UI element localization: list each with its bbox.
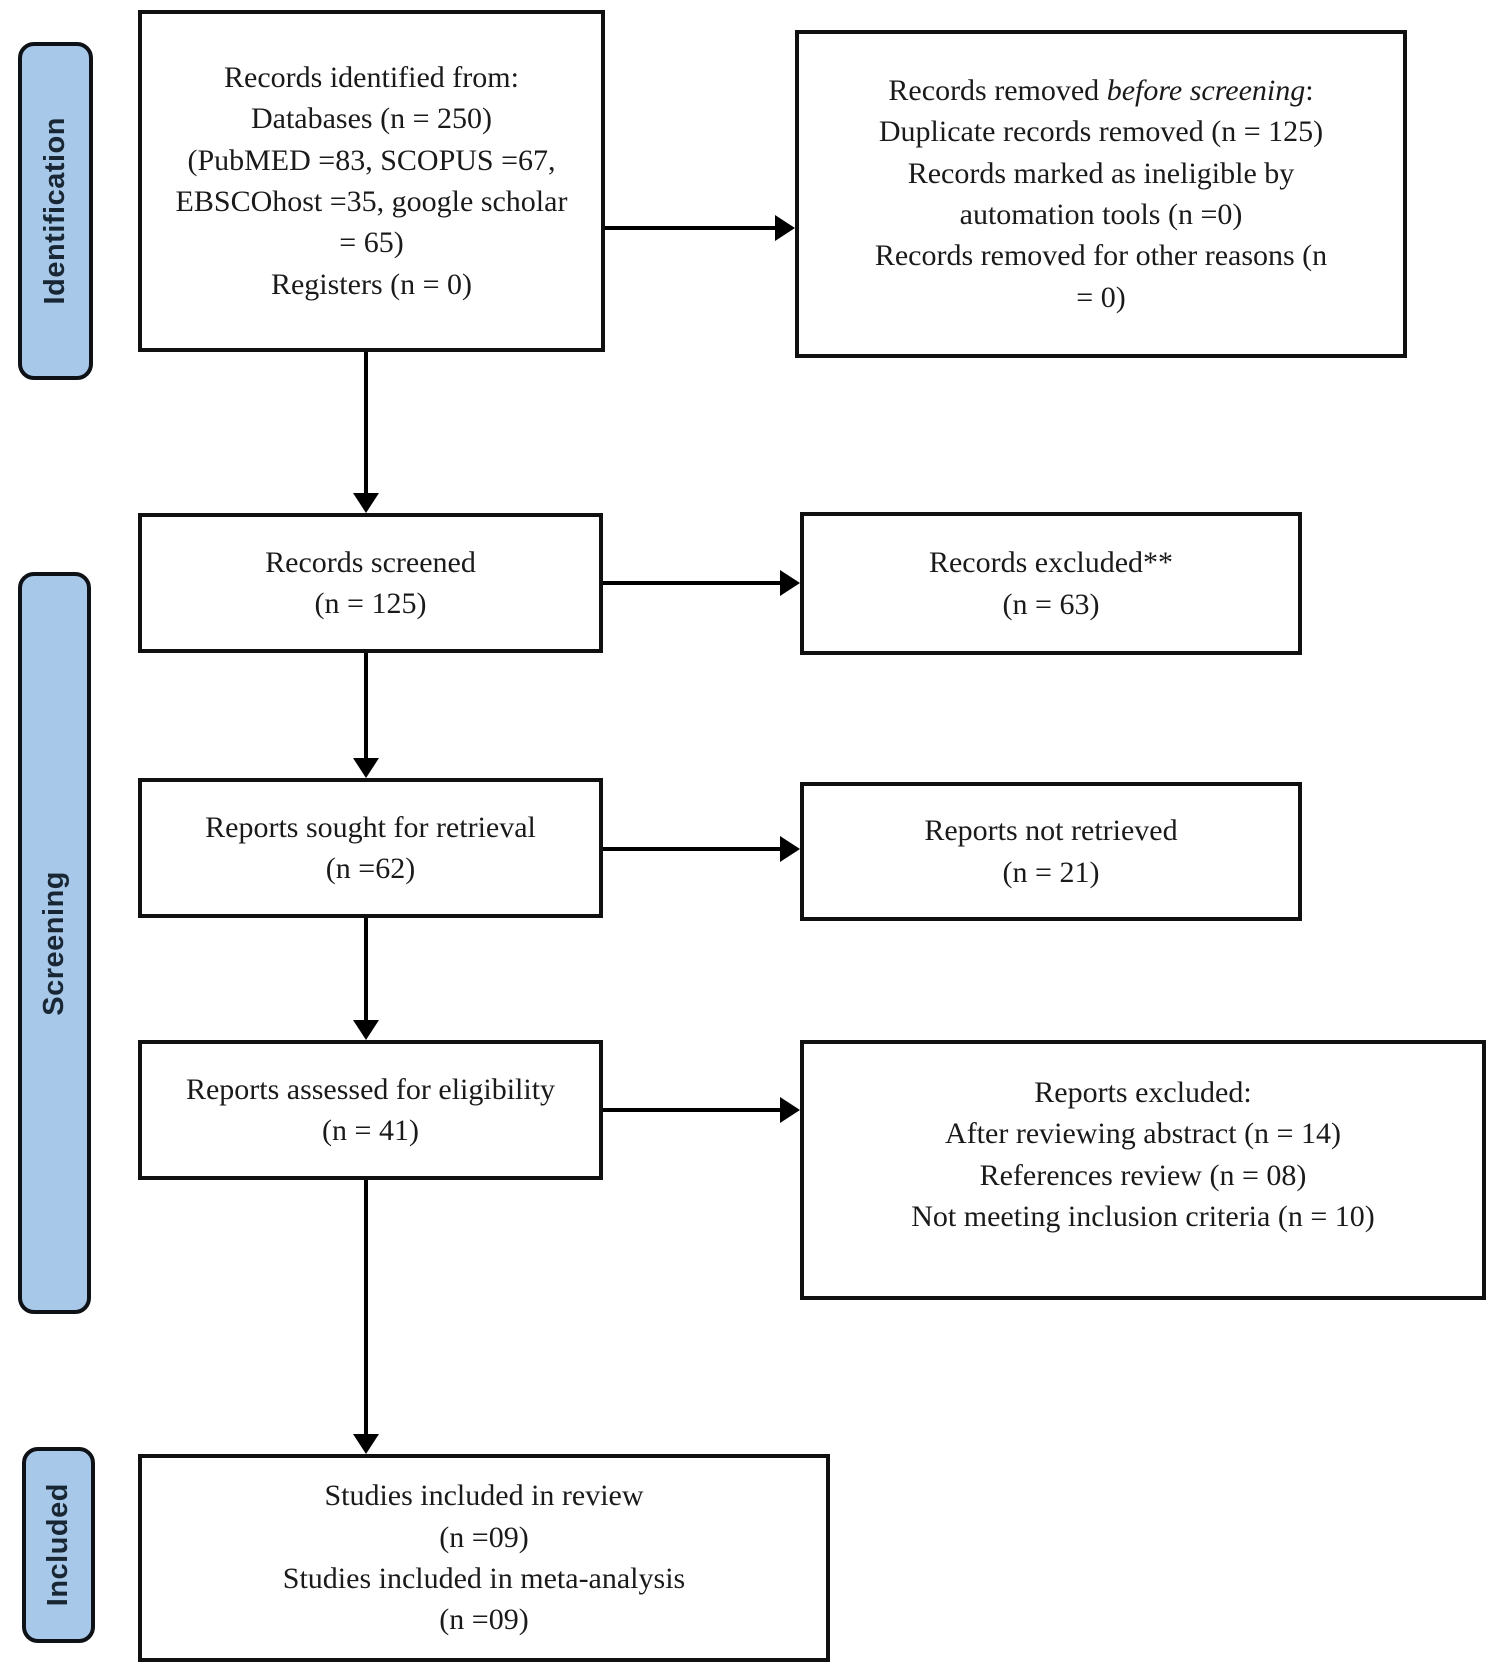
box-records-screened: Records screened (n = 125)	[138, 513, 603, 653]
arrow-shaft	[364, 653, 368, 760]
arrow-shaft	[364, 918, 368, 1022]
arrow-screened-to-sought	[353, 653, 379, 778]
stage-bar-identification: Identification	[18, 42, 93, 380]
arrow-sought-to-assessed	[353, 918, 379, 1040]
text-line: (n = 41)	[322, 1114, 419, 1147]
text-line: Records marked as ineligible by	[907, 156, 1295, 190]
box-records-removed-before-screening: Records removed before screening: Duplic…	[795, 30, 1407, 358]
text-line: Reports assessed for eligibility	[185, 1072, 556, 1106]
text-line: Not meeting inclusion criteria (n = 10)	[911, 1200, 1375, 1234]
arrowhead-down-icon	[353, 1434, 379, 1454]
text-line: Reports excluded:	[1034, 1076, 1252, 1109]
arrow-shaft	[364, 1180, 368, 1436]
text-line: Records screened	[265, 545, 476, 579]
text-line: (n =09)	[439, 1520, 529, 1554]
box-records-identified: Records identified from: Databases (n = …	[138, 10, 605, 352]
arrow-shaft	[605, 226, 777, 230]
stage-label-identification: Identification	[39, 117, 71, 305]
text-line: After reviewing abstract (n = 14)	[945, 1117, 1341, 1151]
arrow-sought-to-not-retrieved	[603, 836, 800, 862]
arrow-shaft	[364, 352, 368, 495]
stage-bar-included: Included	[22, 1447, 95, 1643]
text-line: Records excluded**	[928, 546, 1174, 580]
stage-label-included: Included	[42, 1483, 74, 1607]
arrow-shaft	[603, 581, 782, 585]
arrow-shaft	[603, 1108, 782, 1112]
arrowhead-right-icon	[780, 836, 800, 862]
arrow-assessed-to-included	[353, 1180, 379, 1454]
text-line: Studies included in review	[324, 1479, 644, 1513]
text-line: (PubMED =83, SCOPUS =67,	[187, 143, 556, 177]
text-line: (n = 125)	[314, 587, 427, 620]
box-reports-assessed: Reports assessed for eligibility (n = 41…	[138, 1040, 603, 1180]
arrowhead-right-icon	[780, 1097, 800, 1123]
text-line: Studies included in meta-analysis	[282, 1562, 686, 1595]
text-line: Databases (n = 250)	[250, 102, 492, 136]
text-line: (n =62)	[325, 852, 416, 885]
text-line: Reports not retrieved	[924, 814, 1178, 848]
box-reports-not-retrieved: Reports not retrieved (n = 21)	[800, 782, 1302, 921]
text-line: (n = 21)	[1002, 855, 1100, 889]
box-reports-excluded: Reports excluded: After reviewing abstra…	[800, 1040, 1486, 1300]
box-records-excluded: Records excluded** (n = 63)	[800, 512, 1302, 655]
arrowhead-right-icon	[780, 570, 800, 596]
text-line: (n =09)	[439, 1603, 529, 1637]
arrowhead-right-icon	[775, 215, 795, 241]
stage-bar-screening: Screening	[18, 572, 91, 1314]
box-reports-sought: Reports sought for retrieval (n =62)	[138, 778, 603, 918]
arrowhead-down-icon	[353, 758, 379, 778]
text-line: Duplicate records removed (n = 125)	[878, 115, 1324, 149]
text-line: Reports sought for retrieval	[205, 810, 536, 844]
text-line: (n = 63)	[1002, 587, 1100, 621]
text-line: Records removed before screening:	[888, 73, 1314, 107]
text-line: Registers (n = 0)	[270, 267, 473, 301]
arrow-identified-to-removed	[605, 215, 795, 241]
stage-label-screening: Screening	[38, 870, 70, 1016]
arrow-screened-to-excluded	[603, 570, 800, 596]
text-line: Records removed for other reasons (n	[874, 239, 1328, 273]
text-line: = 65)	[339, 226, 404, 260]
text-line: automation tools (n =0)	[959, 198, 1243, 231]
arrow-identified-to-screened	[353, 352, 379, 513]
arrow-assessed-to-reports-excluded	[603, 1097, 800, 1123]
arrow-shaft	[603, 847, 782, 851]
arrowhead-down-icon	[353, 1020, 379, 1040]
box-studies-included: Studies included in review (n =09) Studi…	[138, 1454, 830, 1662]
text-line: References review (n = 08)	[979, 1158, 1307, 1192]
text-line: EBSCOhost =35, google scholar	[175, 185, 568, 218]
text-line: Records identified from:	[224, 60, 519, 94]
text-line: = 0)	[1076, 280, 1126, 314]
arrowhead-down-icon	[353, 493, 379, 513]
